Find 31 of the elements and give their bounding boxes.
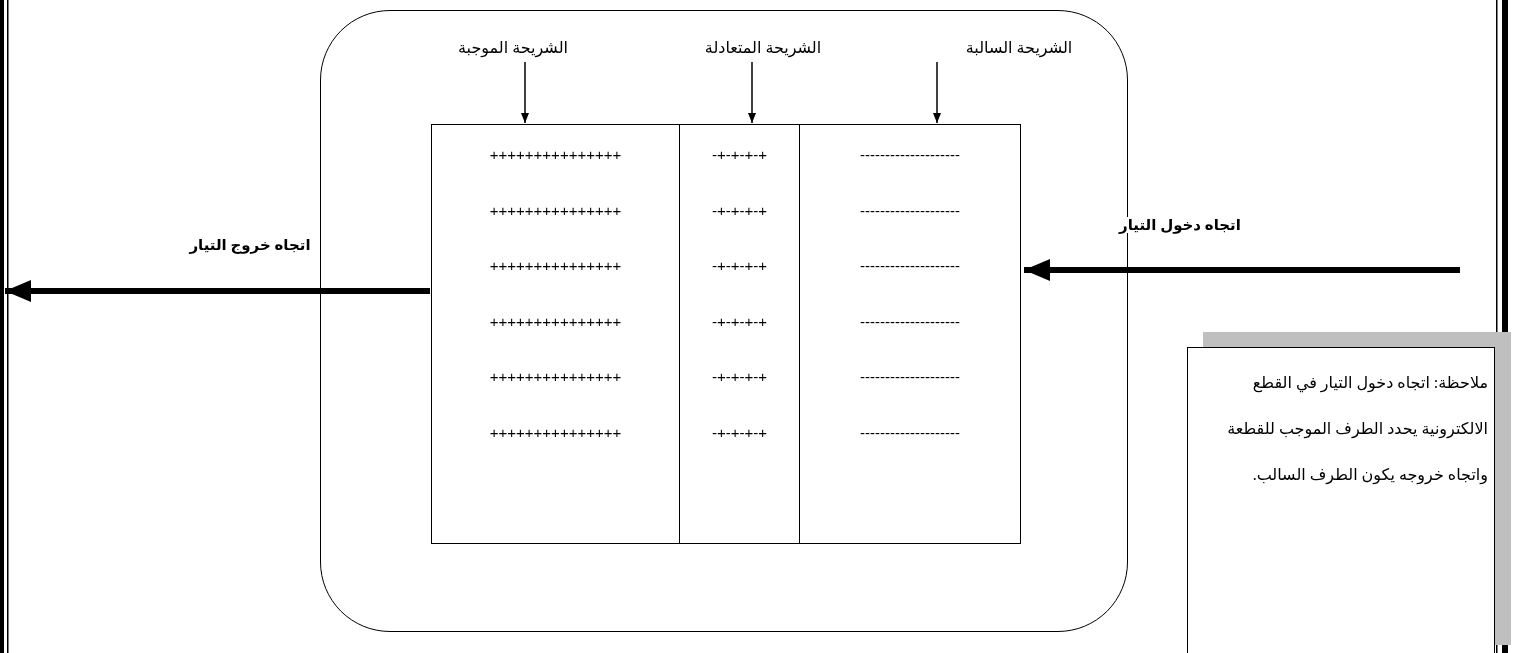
- charge-row-text: --------------------: [859, 145, 961, 165]
- charge-row-text: +++++++++++++++: [488, 311, 623, 332]
- charge-row-text: +++++++++++++++: [488, 145, 623, 165]
- edge-label: اتجاه دخول التيار: [1117, 216, 1242, 236]
- column-heading: الشريحة المتعادلة: [683, 37, 843, 59]
- column-heading: الشريحة السالبة: [939, 37, 1099, 59]
- table-column: [799, 124, 1021, 544]
- charge-row-text: +++++++++++++++: [488, 367, 623, 388]
- column-heading: الشريحة الموجبة: [433, 37, 593, 59]
- arrow: [1024, 259, 1460, 281]
- charge-row-text: --------------------: [859, 256, 961, 277]
- charge-row-text: +++++++++++++++: [488, 423, 623, 443]
- edge-label: اتجاه خروج التيار: [188, 236, 312, 256]
- table-column: [431, 124, 680, 544]
- table-column: [679, 124, 800, 544]
- charge-row-text: --------------------: [859, 311, 961, 332]
- arrow: [933, 61, 941, 124]
- charge-row-text: +++++++++++++++: [488, 256, 623, 277]
- charge-row-text: +++++++++++++++: [488, 200, 623, 221]
- charge-row-text: -+-+-+-+: [711, 423, 768, 443]
- charge-row-text: -+-+-+-+: [711, 311, 768, 332]
- charge-row-text: -+-+-+-+: [711, 367, 768, 388]
- charge-row-text: --------------------: [859, 423, 961, 443]
- arrow: [748, 61, 756, 124]
- arrow: [5, 280, 430, 302]
- charge-row-text: -+-+-+-+: [711, 256, 768, 277]
- arrow: [521, 61, 529, 124]
- charge-row-text: --------------------: [859, 367, 961, 388]
- charge-row-text: --------------------: [859, 200, 961, 221]
- charge-row-text: -+-+-+-+: [711, 145, 768, 165]
- charge-row-text: -+-+-+-+: [711, 200, 768, 221]
